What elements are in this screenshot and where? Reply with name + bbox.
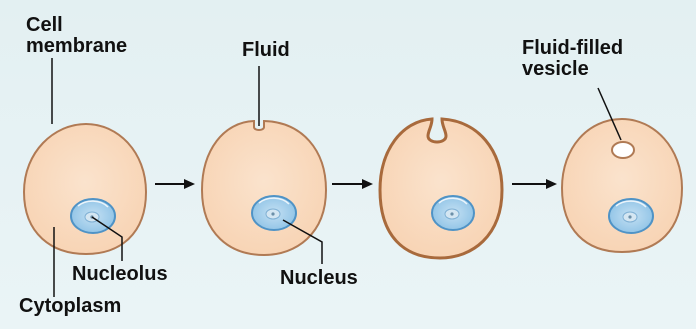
- label-nucleus: Nucleus: [280, 268, 358, 289]
- label-cell-membrane-line1: Cell: [26, 15, 127, 36]
- cell-4-fluid-filled-vesicle: [612, 142, 634, 158]
- label-vesicle-line1: Fluid-filled: [522, 38, 623, 59]
- label-cell-membrane-line2: membrane: [26, 36, 127, 57]
- label-cell-membrane: Cell membrane: [26, 15, 127, 57]
- cell-1: [24, 124, 146, 254]
- label-nucleolus: Nucleolus: [72, 264, 168, 285]
- label-vesicle-line2: vesicle: [522, 59, 623, 80]
- cell-1-membrane: [24, 124, 146, 254]
- arrow-3: [512, 179, 557, 189]
- cell-4-nucleus: [609, 199, 653, 233]
- cell-4: [562, 119, 682, 252]
- arrow-2: [332, 179, 373, 189]
- cell-2-nucleus: [252, 196, 296, 230]
- cell-3-nucleus: [432, 196, 474, 230]
- label-fluid-filled-vesicle: Fluid-filled vesicle: [522, 38, 623, 80]
- label-fluid: Fluid: [242, 40, 290, 61]
- label-cytoplasm: Cytoplasm: [19, 296, 121, 317]
- cell-3: [380, 119, 502, 258]
- cell-3-membrane: [380, 119, 502, 258]
- arrow-1: [155, 179, 195, 189]
- cell-2-membrane: [202, 121, 326, 255]
- cell-2: [202, 121, 326, 255]
